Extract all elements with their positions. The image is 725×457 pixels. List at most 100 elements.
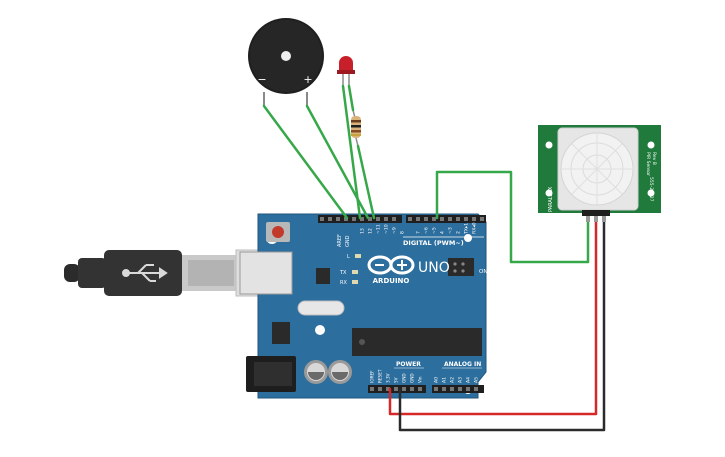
voltage-regulator	[272, 322, 290, 344]
pir-brand-label: PARALLAX	[548, 186, 554, 212]
pir-pin-header	[582, 210, 610, 222]
power-header-label: POWER	[396, 361, 421, 368]
digital-pin-label: ~10	[384, 224, 390, 234]
wire-led-anode	[347, 84, 355, 112]
analog-header-label: ANALOG IN	[444, 361, 481, 368]
red-led	[337, 56, 355, 86]
pin-hole	[464, 217, 468, 221]
digital-pin-label: TX▸1	[464, 223, 470, 235]
pin-hole	[336, 217, 340, 221]
usb-icon	[122, 264, 168, 282]
pin-hole	[320, 217, 324, 221]
digital-header-label: DIGITAL (PWM~)	[403, 239, 464, 247]
pir-title-label: PIR Sensor	[645, 152, 651, 176]
pin-hole	[344, 217, 348, 221]
pin-hole	[416, 217, 420, 221]
wire-pir-out	[435, 170, 590, 264]
power-pin-label: Vin	[418, 376, 423, 383]
digital-pin-label: ~11	[376, 224, 382, 234]
capacitor	[304, 360, 328, 384]
power-pin-label: 3.3V	[386, 373, 391, 383]
digital-pin-label: 8	[400, 231, 406, 234]
icsp-header	[448, 258, 474, 276]
wire-pir-gnd	[398, 218, 606, 432]
pin-hole	[392, 217, 396, 221]
board-model: UNO	[418, 260, 450, 276]
power-pin-label: GND	[402, 373, 407, 383]
pin-hole	[480, 217, 484, 221]
digital-pin-holes	[320, 217, 484, 221]
usb-chip	[316, 268, 330, 284]
pir-rev-label: Rev B	[651, 152, 657, 165]
bottom-pin-holes	[370, 387, 478, 391]
pin-hole	[408, 217, 412, 221]
pin-hole	[368, 217, 372, 221]
digital-pin-label: 4	[440, 231, 446, 234]
arduino-logo-icon	[367, 255, 415, 275]
pin-hole	[418, 387, 422, 391]
pin-hole	[472, 217, 476, 221]
rx-led-label: RX	[340, 280, 347, 286]
pin-hole	[432, 217, 436, 221]
analog-pin-label: A1	[442, 377, 448, 383]
analog-pin-label: A2	[450, 377, 456, 383]
wire-buzzer-minus	[262, 104, 349, 220]
crystal-oscillator	[297, 300, 345, 316]
reset-button[interactable]	[266, 222, 290, 242]
piezo-buzzer: − +	[248, 18, 324, 106]
pin-hole	[474, 387, 478, 391]
wire-resistor	[356, 144, 376, 220]
analog-pin-label: A0	[434, 377, 440, 383]
pin-hole	[376, 217, 380, 221]
digital-pin-label: 13	[360, 228, 366, 234]
digital-pin-label: ~6	[424, 227, 430, 234]
pin-hole	[370, 387, 374, 391]
on-label: ON	[479, 269, 487, 275]
pin-hole	[384, 217, 388, 221]
pin-hole	[456, 217, 460, 221]
pin-hole	[424, 217, 428, 221]
pir-sensor: PARALLAX PIR Sensor Rev B 555-28027	[538, 125, 661, 222]
digital-pin-label: 2	[456, 231, 462, 234]
pin-hole	[360, 217, 364, 221]
l-led-label: L	[347, 254, 350, 260]
pin-hole	[434, 387, 438, 391]
wire-led-cathode	[341, 84, 362, 220]
pin-hole	[466, 387, 470, 391]
l-led	[355, 254, 361, 258]
pir-part-label: 555-28027	[648, 177, 654, 202]
analog-pin-label: A5	[474, 377, 480, 383]
wire-pir-vcc	[388, 218, 598, 416]
wires	[262, 84, 606, 432]
buzzer-plus-label: +	[303, 73, 312, 86]
power-pin-label: RESET	[378, 369, 383, 383]
digital-pin-label: 7	[416, 231, 422, 234]
gnd-label: GND	[345, 235, 351, 247]
pin-hole	[402, 387, 406, 391]
analog-pin-label: A3	[458, 377, 464, 383]
pin-hole	[394, 387, 398, 391]
pin-hole	[352, 217, 356, 221]
power-pin-label: 5V	[394, 377, 399, 383]
power-pin-label: IOREF	[370, 370, 375, 383]
pin-hole	[442, 387, 446, 391]
pin-hole	[410, 387, 414, 391]
buzzer-minus-label: −	[257, 73, 266, 86]
pin-hole	[448, 217, 452, 221]
pin-hole	[458, 387, 462, 391]
power-pin-label: GND	[410, 373, 415, 383]
pin-hole	[378, 387, 382, 391]
usb-jack	[239, 251, 293, 295]
microcontroller-chip	[352, 328, 482, 356]
tx-led	[352, 270, 358, 274]
digital-pin-label: ~9	[392, 227, 398, 234]
pin-hole	[328, 217, 332, 221]
aref-label: AREF	[337, 234, 343, 247]
pin-hole	[386, 387, 390, 391]
resistor	[351, 109, 361, 147]
tx-led-label: TX	[339, 270, 347, 276]
